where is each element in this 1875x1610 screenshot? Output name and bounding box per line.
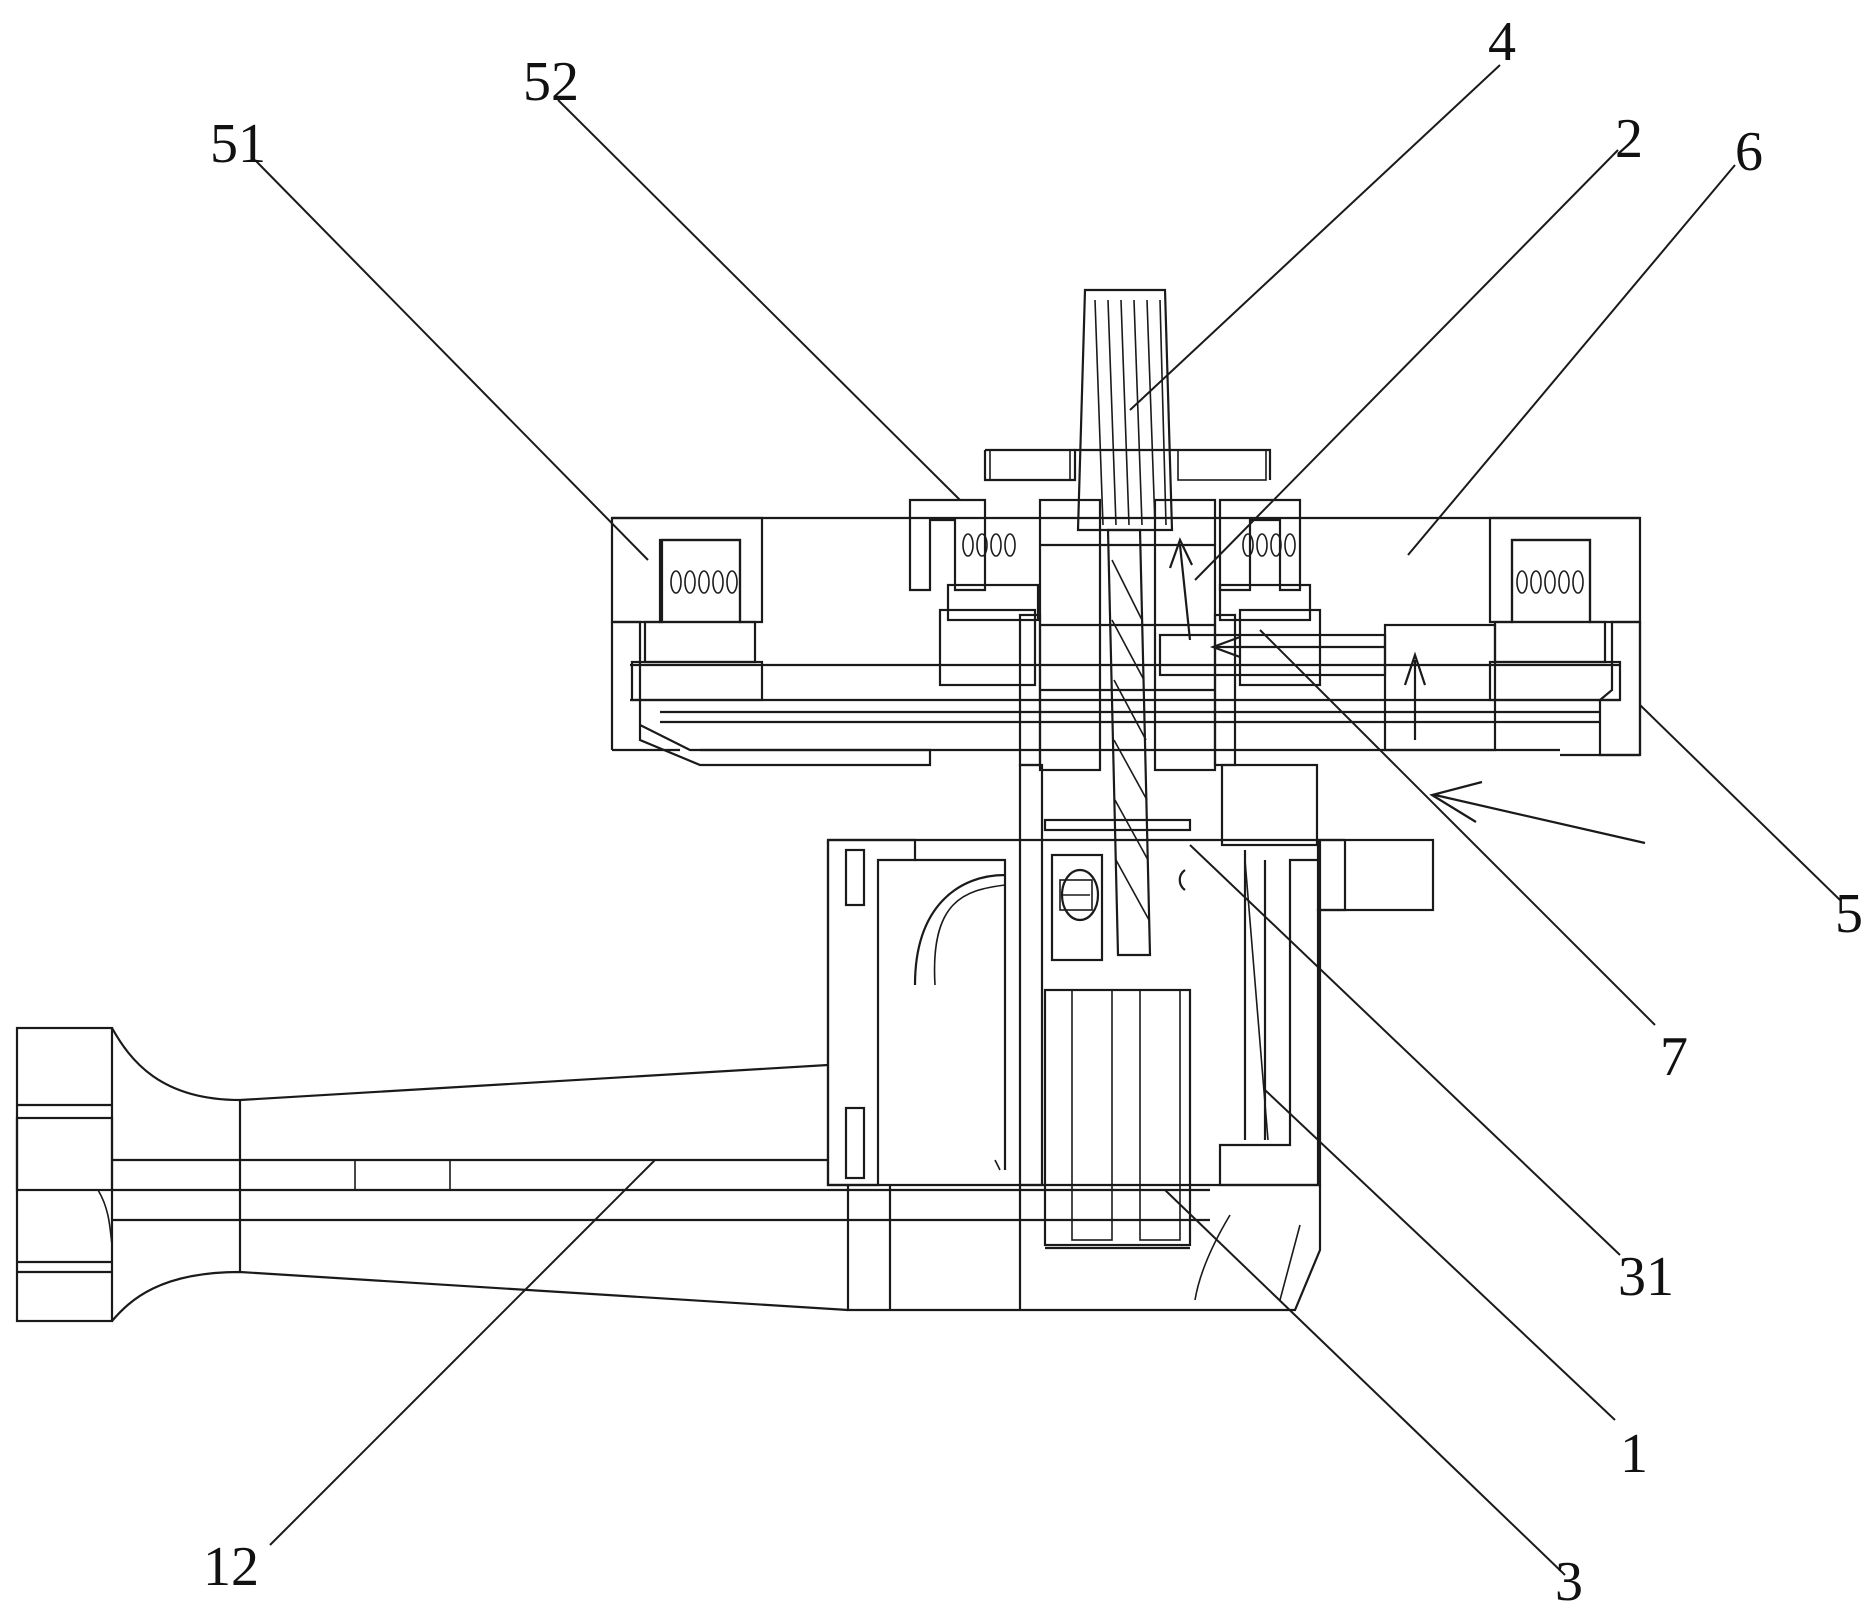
label-1: 1	[1620, 1423, 1648, 1485]
valve-body	[826, 763, 1435, 1312]
inlet-arm	[15, 1026, 1210, 1323]
label-5: 5	[1835, 883, 1863, 945]
leader-lines	[254, 64, 1841, 1576]
label-51: 51	[210, 113, 266, 175]
label-2: 2	[1615, 108, 1643, 170]
label-31: 31	[1618, 1246, 1674, 1308]
label-52: 52	[523, 51, 579, 113]
reference-labels: 51 52 4 2 6 5 7 31 1 3 12	[203, 11, 1863, 1610]
label-7: 7	[1660, 1026, 1688, 1088]
burner-cap-assembly	[610, 448, 1646, 845]
label-6: 6	[1735, 121, 1763, 183]
label-3: 3	[1555, 1551, 1583, 1610]
label-12: 12	[203, 1536, 259, 1598]
label-4: 4	[1488, 11, 1516, 73]
